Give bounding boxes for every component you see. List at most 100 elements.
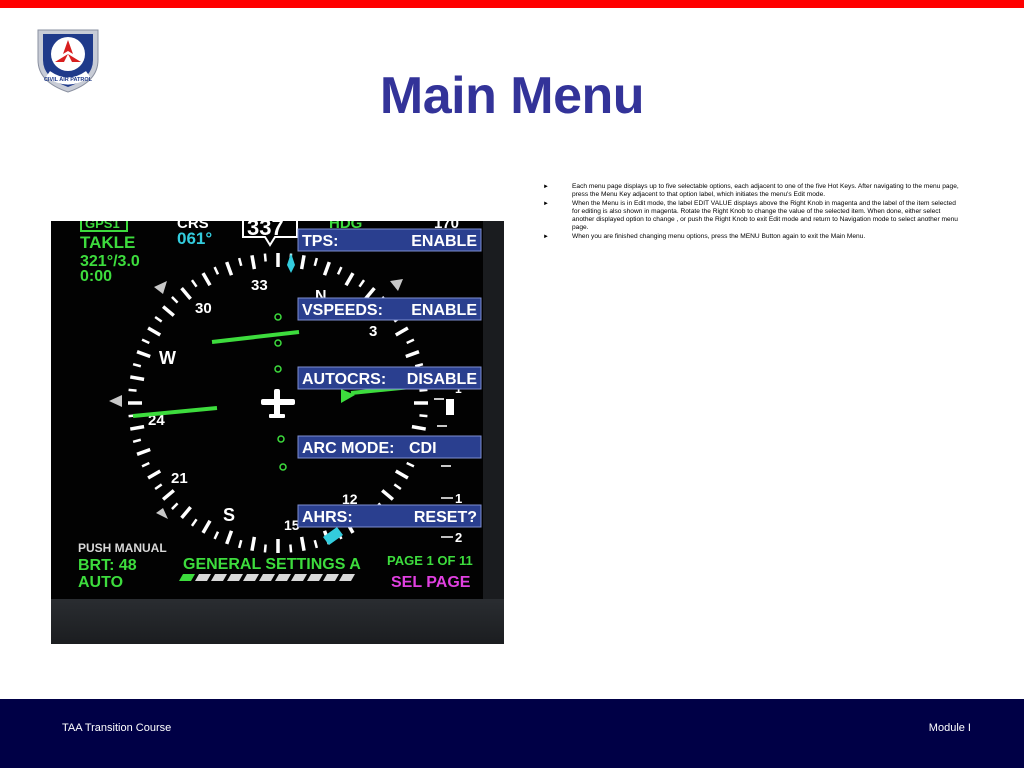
compass-tick bbox=[394, 469, 409, 480]
compass-tick bbox=[313, 539, 319, 549]
compass-tick bbox=[190, 518, 198, 527]
menu-option-background bbox=[297, 366, 482, 390]
compass-tick bbox=[132, 438, 142, 444]
compass-tick bbox=[136, 447, 151, 456]
menu-option-label: AUTOCRS: bbox=[302, 371, 386, 388]
compass-tick bbox=[250, 536, 257, 552]
compass-tick bbox=[161, 489, 175, 501]
bullet-list: ► Each menu page displays up to five sele… bbox=[543, 183, 963, 242]
compass-tick bbox=[129, 375, 145, 382]
bullet-text: Each menu page displays up to five selec… bbox=[572, 183, 959, 198]
compass-tick bbox=[393, 483, 402, 491]
bullet-arrow-icon: ► bbox=[543, 201, 549, 207]
crs-label: CRS bbox=[177, 221, 209, 232]
compass-tick bbox=[171, 502, 179, 510]
to-arrow-icon bbox=[341, 389, 355, 403]
auto-label: AUTO bbox=[78, 574, 123, 591]
menu-option[interactable]: TPS:ENABLE bbox=[297, 228, 482, 252]
compass-tick bbox=[364, 286, 376, 300]
bullet-text: When the Menu is in Edit mode, the label… bbox=[572, 200, 958, 231]
menu-option[interactable]: AHRS: RESET? bbox=[297, 504, 482, 528]
display-bezel bbox=[51, 599, 504, 644]
course-value: 061° bbox=[177, 229, 212, 248]
menu-option-value: RESET? bbox=[414, 509, 477, 526]
compass-tick bbox=[336, 266, 343, 275]
compass-tick bbox=[136, 350, 151, 359]
menu-option-value: ENABLE bbox=[411, 233, 477, 250]
page-progress-segment bbox=[195, 574, 211, 581]
compass-tick bbox=[201, 272, 212, 287]
menu-option[interactable]: ARC MODE:CDI bbox=[297, 435, 482, 459]
compass-tick bbox=[237, 539, 243, 549]
menu-option[interactable]: VSPEEDS:ENABLE bbox=[297, 297, 482, 321]
scale-label-minus-1: 1 bbox=[455, 491, 462, 506]
sel-page-label: SEL PAGE bbox=[391, 574, 471, 591]
compass-label-33: 33 bbox=[251, 277, 268, 294]
menu-option[interactable]: AUTOCRS:DISABLE bbox=[297, 366, 482, 390]
compass-label-12: 12 bbox=[342, 491, 358, 507]
compass-tick bbox=[147, 326, 162, 337]
compass-tick bbox=[414, 362, 424, 368]
push-manual-label: PUSH MANUAL bbox=[78, 541, 167, 555]
page-number: PAGE 1 OF 11 bbox=[387, 553, 473, 568]
compass-tick bbox=[419, 388, 428, 392]
gps-source-label: GPS1 bbox=[85, 221, 120, 231]
compass-tick bbox=[299, 536, 306, 552]
bullet-item: ► When the Menu is in Edit mode, the labe… bbox=[543, 200, 963, 232]
page-progress-segment bbox=[259, 574, 275, 581]
avionics-display-photo: GPS1 CRS 337 HDG 170 TAKLE 061° 321°/3.0… bbox=[51, 221, 504, 644]
page-progress-segment bbox=[211, 574, 227, 581]
compass-tick bbox=[154, 483, 163, 491]
bullet-item: ►Each menu page displays up to five sele… bbox=[543, 183, 963, 199]
bearing-distance: 321°/3.0 bbox=[80, 253, 140, 270]
compass-tick bbox=[381, 489, 395, 501]
compass-tick bbox=[201, 519, 212, 534]
compass-tick bbox=[128, 388, 137, 392]
page-progress-segment bbox=[179, 574, 195, 581]
compass-tick bbox=[154, 315, 163, 323]
top-accent-bar bbox=[0, 0, 1024, 8]
page-progress-bar bbox=[179, 574, 355, 581]
compass-tick bbox=[161, 305, 175, 317]
logo-text: CIVIL AIR PATROL bbox=[44, 77, 93, 83]
course-line bbox=[211, 330, 300, 344]
menu-item-list: TPS:ENABLEVSPEEDS:ENABLEAUTOCRS:DISABLEA… bbox=[297, 228, 482, 528]
compass-tick bbox=[132, 362, 142, 368]
page-progress-segment bbox=[243, 574, 259, 581]
time-readout: 0:00 bbox=[80, 268, 112, 285]
compass-tick bbox=[394, 326, 409, 337]
page-progress-segment bbox=[275, 574, 291, 581]
menu-option-label: AHRS: bbox=[302, 509, 353, 526]
altitude-label: 170 bbox=[434, 221, 459, 232]
scale-label-minus-2: 2 bbox=[455, 530, 462, 545]
menu-option-background bbox=[297, 435, 482, 459]
bullet-item: ► When you are finished changing menu opt… bbox=[543, 233, 963, 241]
compass-label-3: 3 bbox=[369, 323, 377, 340]
compass-tick bbox=[263, 544, 267, 553]
compass-label-15: 15 bbox=[284, 517, 300, 533]
cap-emblem-icon: CIVIL AIR PATROL bbox=[37, 29, 99, 93]
compass-label-24: 24 bbox=[148, 412, 165, 429]
bug-marker-icon bbox=[390, 279, 403, 291]
page-name: GENERAL SETTINGS A bbox=[183, 556, 361, 573]
compass-tick bbox=[358, 279, 366, 288]
compass-tick bbox=[171, 296, 179, 304]
compass-tick bbox=[250, 254, 257, 270]
compass-tick bbox=[180, 286, 192, 300]
compass-tick bbox=[299, 254, 306, 270]
compass-tick bbox=[225, 261, 234, 276]
brightness-readout: BRT: 48 bbox=[78, 557, 137, 574]
menu-option-background bbox=[297, 297, 482, 321]
compass-tick bbox=[190, 279, 198, 288]
footer-bar: TAA Transition Course Module I bbox=[0, 699, 1024, 768]
compass-tick bbox=[322, 261, 331, 276]
compass-tick bbox=[419, 414, 428, 418]
course-line bbox=[132, 406, 218, 418]
compass-tick bbox=[289, 544, 293, 553]
bullet-text: When you are finished changing menu opti… bbox=[572, 233, 866, 240]
footer-module: Module I bbox=[928, 722, 971, 734]
slide-title: Main Menu bbox=[379, 67, 645, 125]
bullet-arrow-icon: ► bbox=[543, 234, 549, 240]
menu-option-label: VSPEEDS: bbox=[302, 302, 383, 319]
page-progress-segment bbox=[307, 574, 323, 581]
